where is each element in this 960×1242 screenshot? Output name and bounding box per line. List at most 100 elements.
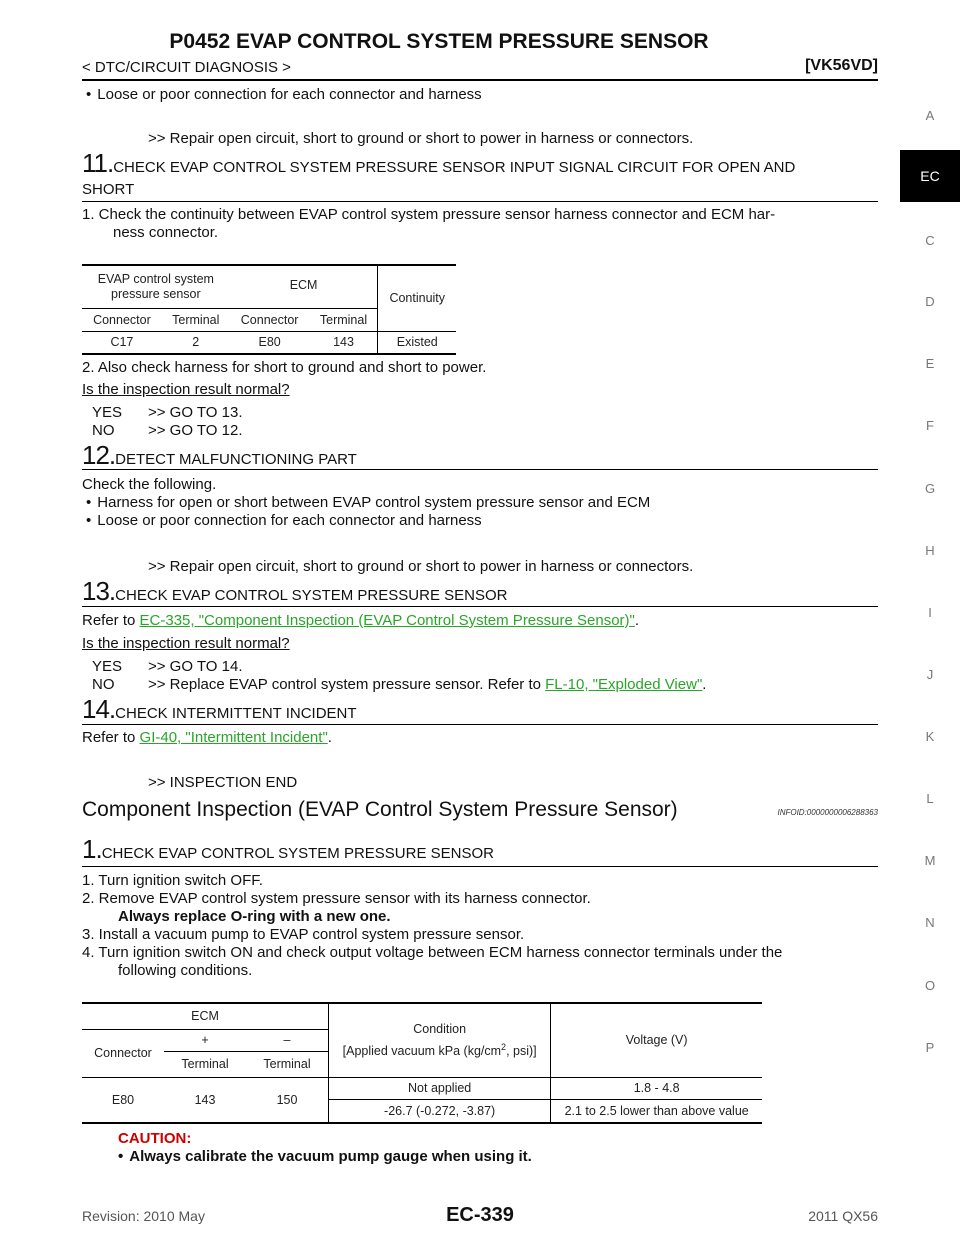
sidebar-tab-l[interactable]: L [926,791,934,806]
table-header: Terminal [319,312,368,327]
sidebar-tab-k[interactable]: K [925,729,935,744]
step-12-heading: 12.DETECT MALFUNCTIONING PART [82,440,357,471]
yes-label: YES [92,404,123,421]
repair-instruction: >> Repair open circuit, short to ground … [148,558,694,575]
question: Is the inspection result normal? [82,635,290,652]
continuity-table: EVAP control system pressure sensor ECM … [82,264,456,355]
inspection-end: >> INSPECTION END [148,774,298,791]
table-header-text: pressure sensor [111,286,201,301]
step-number: 13. [82,576,116,606]
table-cell: Existed [377,331,456,354]
sidebar-tab-i[interactable]: I [928,605,932,620]
sidebar-tab-g[interactable]: G [924,481,936,496]
sidebar-tab-m[interactable]: M [924,853,936,868]
component-step-1-heading: 1.CHECK EVAP CONTROL SYSTEM PRESSURE SEN… [82,834,494,865]
revision-date: Revision: 2010 May [82,1208,205,1224]
period: . [634,612,640,629]
list-item: Loose or poor connection for each connec… [86,512,481,530]
table-cell: -26.7 (-0.272, -3.87) [327,1099,551,1123]
sidebar-tab-j[interactable]: J [926,667,934,682]
caution-label: CAUTION: [118,1130,192,1147]
sidebar-tab-a[interactable]: A [925,108,935,123]
list-item: 2. Also check harness for short to groun… [82,359,487,376]
table-header: EVAP control system pressure sensor [82,265,230,308]
step-number: 11. [82,148,114,178]
step-rule [82,724,878,725]
section-label: < DTC/CIRCUIT DIAGNOSIS > [82,59,291,76]
sidebar-tab-h[interactable]: H [925,543,935,558]
exploded-view-link[interactable]: FL-10, "Exploded View" [545,676,703,693]
table-row: C17 2 E80 143 Existed [82,331,456,354]
step-rule [82,201,878,202]
intermittent-incident-link[interactable]: GI-40, "Intermittent Incident" [139,729,328,746]
caution-text: Always calibrate the vacuum pump gauge w… [118,1148,532,1166]
table-header-text: Condition [413,1022,467,1037]
list-item: Harness for open or short between EVAP c… [86,494,650,512]
sidebar-tab-o[interactable]: O [924,978,936,993]
list-item-note: Always replace O-ring with a new one. [118,908,391,925]
sidebar-tab-p[interactable]: P [925,1040,935,1055]
table-header: Connector [94,1046,152,1060]
table-header: Condition [Applied vacuum kPa (kg/cm2, p… [327,1003,551,1077]
sidebar-tab-e[interactable]: E [925,356,935,371]
table-cell: 143 [194,1092,216,1107]
step-title: CHECK EVAP CONTROL SYSTEM PRESSURE SENSO… [113,159,796,176]
table-cell: 1.8 - 4.8 [550,1077,762,1099]
table-cell: E80 [111,1092,135,1107]
table-header: ECM [289,278,318,292]
header-rule [82,79,878,81]
table-cell: 143 [333,335,354,350]
model-year: 2011 QX56 [808,1208,878,1224]
step-title: CHECK INTERMITTENT INCIDENT [115,705,357,722]
step-number: 1. [82,834,103,864]
sidebar-tab-c[interactable]: C [925,233,935,248]
step-rule [82,469,878,470]
refer-text: Refer to [82,612,140,629]
reference-line: Refer to EC-335, "Component Inspection (… [82,612,639,630]
table-header-text: [Applied vacuum kPa (kg/cm [342,1044,502,1059]
table-cell: C17 [110,335,134,350]
step-title: CHECK EVAP CONTROL SYSTEM PRESSURE SENSO… [115,587,508,604]
paragraph: Check the following. [82,476,217,493]
sidebar-tab-n[interactable]: N [925,915,935,930]
no-label: NO [92,676,115,693]
yes-branch: YES >> GO TO 14. [92,658,243,676]
voltage-table: ECM Condition [Applied vacuum kPa (kg/cm… [82,1002,762,1124]
list-item-cont: following conditions. [118,962,253,979]
component-inspection-link[interactable]: EC-335, "Component Inspection (EVAP Cont… [139,612,635,629]
list-item: 1. Turn ignition switch OFF. [82,872,263,889]
repair-instruction: >> Repair open circuit, short to ground … [148,130,694,147]
sidebar-tab-ec[interactable]: EC [900,150,960,202]
no-action: >> GO TO 12. [148,422,243,439]
table-cell: E80 [258,335,281,350]
page-number: EC-339 [446,1204,514,1226]
superscript: 2 [501,1042,507,1053]
info-id: INFOID:0000000006288363 [777,808,878,817]
table-cell: 2.1 to 2.5 lower than above value [550,1099,762,1123]
step-rule [82,606,878,607]
table-header: Connector [240,312,299,327]
list-item: 2. Remove EVAP control system pressure s… [82,890,591,907]
table-header: + [201,1033,209,1047]
section-sidebar: A EC C D E F G H I J K L M N O P [900,0,960,1242]
list-item: 3. Install a vacuum pump to EVAP control… [82,926,525,943]
table-header: Terminal [172,312,220,327]
list-item: Loose or poor connection for each connec… [86,86,481,104]
component-inspection-title: Component Inspection (EVAP Control Syste… [82,798,678,821]
page-title: P0452 EVAP CONTROL SYSTEM PRESSURE SENSO… [169,30,709,53]
yes-branch: YES>> GO TO 13. [92,404,243,422]
sidebar-tab-f[interactable]: F [926,418,934,433]
yes-label: YES [92,658,123,675]
engine-code: [VK56VD] [805,57,878,74]
table-cell: 2 [192,335,200,350]
sidebar-tab-d[interactable]: D [925,294,935,309]
yes-action: >> GO TO 14. [148,658,243,675]
table-header: Continuity [377,265,456,331]
table-header: – [283,1033,291,1047]
table-header: Terminal [263,1057,311,1071]
no-branch: NO>> Replace EVAP control system pressur… [92,676,706,694]
question: Is the inspection result normal? [82,381,290,398]
period: . [327,729,332,746]
list-item-cont: ness connector. [113,224,219,241]
step-number: 12. [82,440,116,470]
